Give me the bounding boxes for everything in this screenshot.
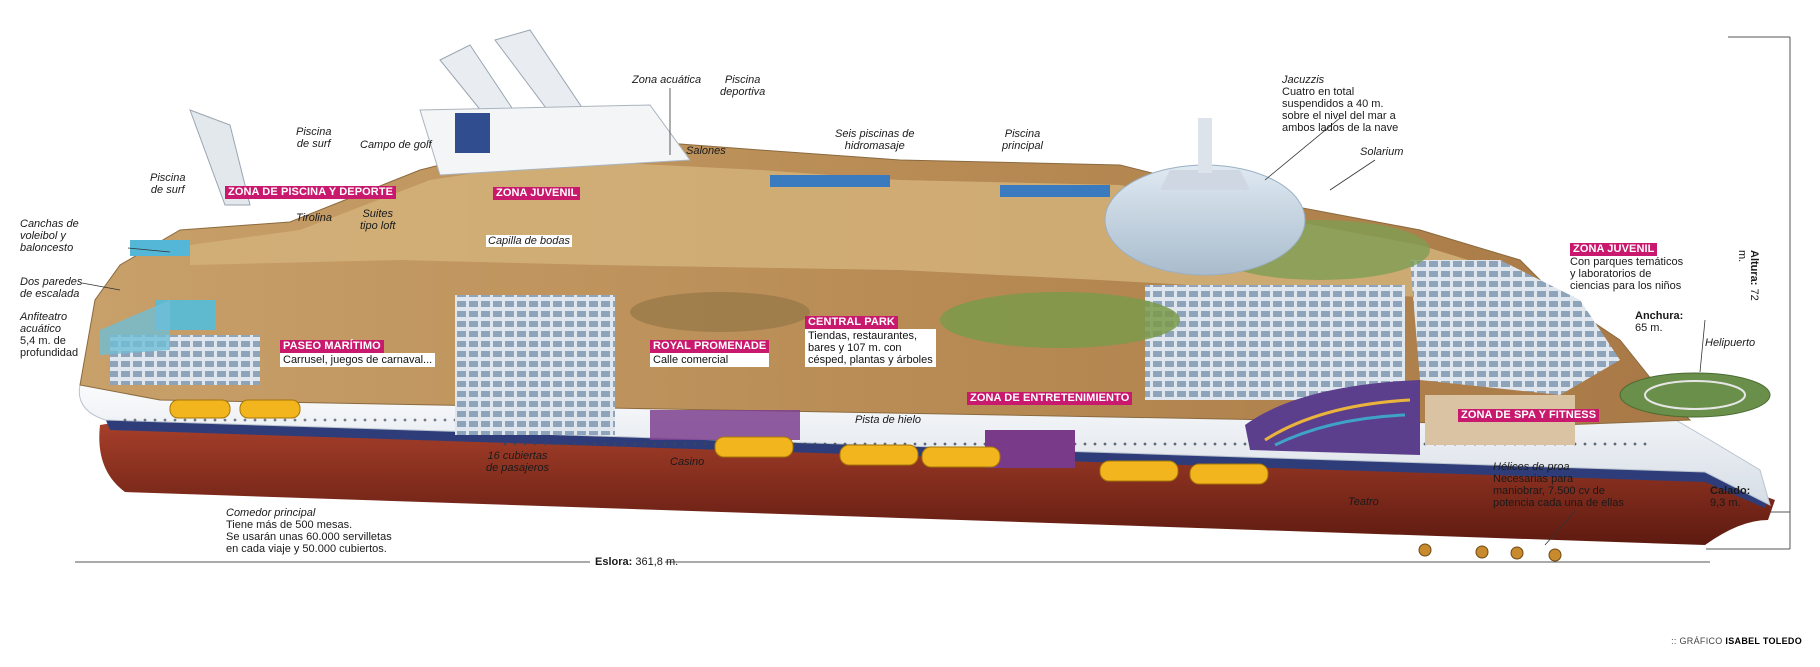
label-pista-hielo: Pista de hielo [855, 414, 922, 426]
lifeboats [169, 399, 1269, 485]
zone-entretenimiento: ZONA DE ENTRETENIMIENTO [967, 392, 1133, 405]
label-campo-golf: Campo de golf [360, 139, 432, 151]
superstructure [79, 118, 1692, 468]
dimension-anchura: Anchura: 65 m. [1635, 310, 1684, 334]
zone-juvenil-top: ZONA JUVENIL [493, 187, 581, 200]
label-capilla: Capilla de bodas [486, 235, 572, 247]
zone-central-park: CENTRAL PARK Tiendas, restaurantes, bare… [805, 316, 936, 367]
label-comedor: Comedor principal Tiene más de 500 mesas… [226, 507, 392, 555]
label-solarium: Solarium [1360, 146, 1404, 158]
label-suites: Suites tipo loft [360, 208, 396, 232]
helipad [1619, 372, 1771, 418]
label-teatro: Teatro [1348, 496, 1379, 508]
label-tirolina: Tirolina [296, 212, 332, 224]
leader-lines [81, 88, 1706, 546]
zone-paseo-maritimo: PASEO MARÍTIMO Carrusel, juegos de carna… [280, 340, 436, 367]
label-cubiertas: 16 cubiertas de pasajeros [486, 450, 549, 474]
zone-piscina-deporte: ZONA DE PISCINA Y DEPORTE [225, 186, 397, 199]
zone-juvenil-right: ZONA JUVENIL Con parques temáticos y lab… [1570, 243, 1684, 292]
label-helices: Hélices de proa Necesarias para maniobra… [1493, 461, 1624, 509]
funnels [189, 29, 691, 206]
label-seis-piscinas: Seis piscinas de hidromasaje [835, 128, 915, 152]
label-piscina-principal: Piscina principal [1002, 128, 1043, 152]
dimension-altura: Altura: 72 m. [1736, 250, 1760, 301]
label-piscina-surf-top: Piscina de surf [296, 126, 332, 150]
zone-royal-promenade: ROYAL PROMENADE Calle comercial [650, 340, 770, 367]
label-canchas: Canchas de voleibol y baloncesto [20, 218, 79, 254]
label-zona-acuatica: Zona acuática [632, 74, 702, 86]
bow-propellers [1418, 543, 1562, 562]
label-piscina-deportiva: Piscina deportiva [720, 74, 766, 98]
dimension-calado: Calado: 9,3 m. [1710, 485, 1751, 509]
label-casino: Casino [670, 456, 705, 468]
label-piscina-surf-left: Piscina de surf [150, 172, 186, 196]
label-jacuzzis: Jacuzzis Cuatro en total suspendidos a 4… [1282, 74, 1399, 134]
label-dos-paredes: Dos paredes de escalada [20, 276, 83, 300]
graphic-credit: :: GRÁFICO ISABEL TOLEDO [1671, 636, 1802, 646]
zone-spa-fitness: ZONA DE SPA Y FITNESS [1458, 409, 1600, 422]
dimension-eslora: Eslora: 361,8 m. [595, 556, 679, 568]
label-helipuerto: Helipuerto [1705, 337, 1756, 349]
label-anfiteatro: Anfiteatro acuático 5,4 m. de profundida… [20, 311, 79, 359]
label-salones: Salones [686, 145, 726, 157]
